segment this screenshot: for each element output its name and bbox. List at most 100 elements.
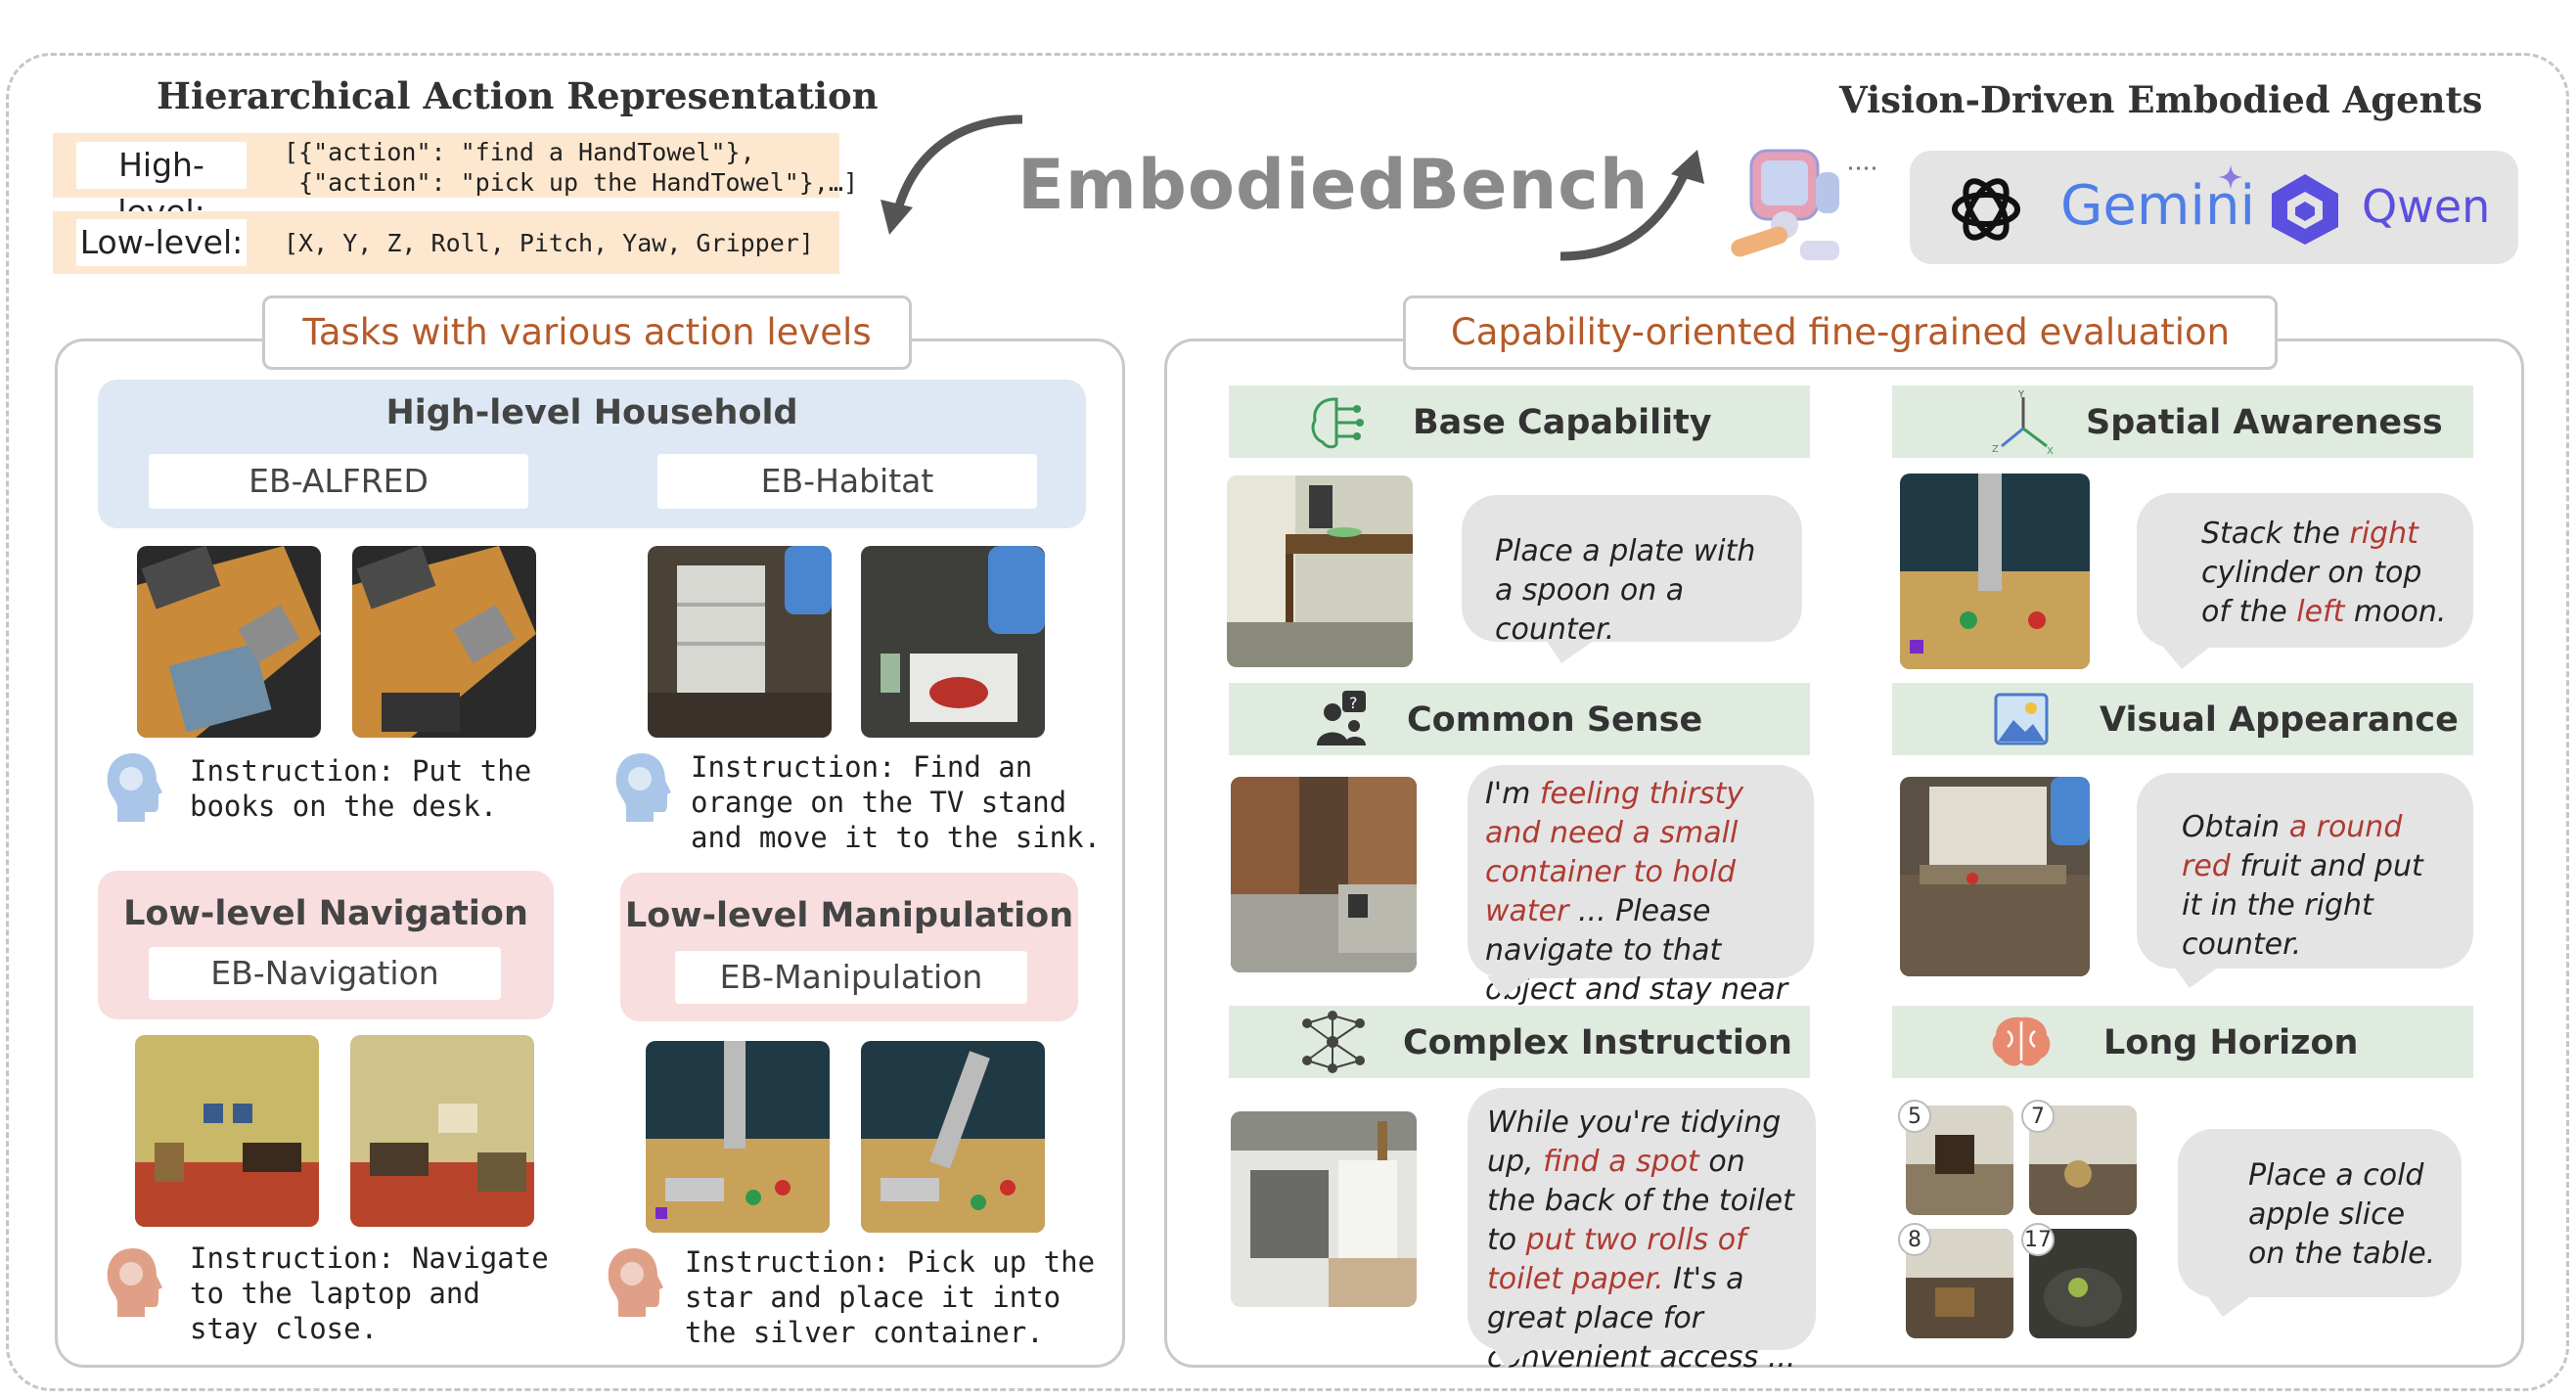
- common-sense-bubble: I'm feeling thirsty and need a small con…: [1468, 765, 1814, 1046]
- step-badge-17: 17: [2021, 1223, 2055, 1256]
- curved-arrow-left-icon: [881, 114, 1023, 235]
- complex-text-post: It's a great place for convenient access…: [1487, 1262, 1796, 1375]
- robot-agent-icon: [1731, 149, 1876, 260]
- long-bubble-tail: [2207, 1295, 2252, 1317]
- svg-text:Y: Y: [2017, 389, 2025, 400]
- manipulation-instruction: Instruction: Pick up the star and place …: [685, 1245, 1096, 1349]
- low-level-manipulation-group: Low-level Manipulation EB-Manipulation: [620, 873, 1078, 1021]
- visual-text-pre: Obtain: [2182, 810, 2289, 844]
- spatial-text-highlight-left: left: [2296, 595, 2345, 629]
- common-text-highlight-need: feeling thirsty and need a small contain…: [1485, 777, 1744, 928]
- manipulation-brain-head-icon: [608, 1248, 663, 1317]
- navigation-scene-image-1: [135, 1035, 319, 1227]
- eb-manipulation-label: EB-Manipulation: [675, 951, 1027, 1004]
- network-icon: [1302, 1011, 1365, 1073]
- complex-text-highlight-rolls: put two rolls of toilet paper.: [1487, 1223, 1746, 1296]
- spatial-awareness-header: Y Z X Spatial Awareness: [1892, 385, 2473, 458]
- complex-text-highlight-spot: find a spot: [1543, 1145, 1699, 1179]
- habitat-instruction: Instruction: Find an orange on the TV st…: [691, 750, 1102, 854]
- base-capability-text: Place a plate with a spoon on a counter.: [1495, 534, 1756, 647]
- spatial-text-post: moon.: [2344, 595, 2447, 629]
- spatial-awareness-image: [1900, 474, 2090, 669]
- habitat-scene-image-2: [861, 546, 1045, 738]
- long-horizon-header: Long Horizon: [1892, 1006, 2473, 1078]
- high-level-label: High-level:: [76, 142, 247, 231]
- step-badge-5: 5: [1898, 1100, 1931, 1133]
- svg-text:X: X: [2047, 446, 2054, 454]
- person-question-icon: ?: [1317, 691, 1366, 745]
- spatial-text-mid: cylinder on top of the: [2201, 556, 2422, 629]
- visual-appearance-text: Obtain a round red fruit and put it in t…: [2137, 773, 2473, 965]
- eb-alfred-label: EB-ALFRED: [149, 454, 528, 509]
- brain-circuit-icon: [1311, 397, 1364, 449]
- high-level-household-title: High-level Household: [385, 393, 798, 432]
- common-sense-title: Common Sense: [1407, 700, 1703, 740]
- base-capability-header: Base Capability: [1229, 385, 1810, 458]
- spatial-awareness-bubble: Stack the right cylinder on top of the l…: [2137, 493, 2473, 648]
- habitat-brain-head-icon: [615, 753, 671, 822]
- long-horizon-bubble: Place a cold apple slice on the table.: [2178, 1129, 2462, 1297]
- visual-appearance-bubble: Obtain a round red fruit and put it in t…: [2137, 773, 2473, 969]
- xyz-axes-icon: Y Z X: [1992, 389, 2054, 454]
- embodiedbench-brand: EmbodiedBench: [1017, 145, 1650, 225]
- common-text-pre: I'm: [1485, 777, 1540, 811]
- spatial-bubble-tail: [2162, 646, 2211, 669]
- high-level-code-line1: [{"action": "find a HandTowel"},: [284, 138, 755, 166]
- qwen-logo-icon: [2272, 174, 2338, 245]
- manipulation-scene-image-2: [861, 1041, 1045, 1233]
- low-level-label: Low-level:: [76, 219, 247, 266]
- model-logos-box: Gemini Qwen: [1910, 151, 2518, 264]
- eb-navigation-label: EB-Navigation: [149, 947, 501, 1000]
- base-capability-image: [1227, 475, 1413, 667]
- picture-icon: [1994, 693, 2049, 745]
- common-sense-image: [1231, 777, 1417, 972]
- eb-habitat-label: EB-Habitat: [657, 454, 1037, 509]
- alfred-instruction: Instruction: Put the books on the desk.: [190, 754, 532, 823]
- step-badge-8: 8: [1898, 1223, 1931, 1256]
- alfred-scene-image-1: [137, 546, 321, 738]
- high-level-code: [{"action": "find a HandTowel"}, {"actio…: [284, 137, 858, 198]
- complex-text-pre: While you're tidying up,: [1487, 1106, 1782, 1179]
- visual-appearance-image: [1900, 777, 2090, 976]
- low-level-navigation-title: Low-level Navigation: [123, 894, 528, 933]
- common-text-mid: ... Please navigate to that object and s…: [1485, 894, 1788, 1046]
- long-horizon-step-image-4: [2029, 1229, 2137, 1338]
- low-level-row: Low-level: [X, Y, Z, Roll, Pitch, Yaw, G…: [53, 211, 839, 274]
- common-sense-header: ? Common Sense: [1229, 683, 1810, 755]
- outer-frame: [6, 53, 2569, 1391]
- high-level-row: High-level: [{"action": "find a HandTowe…: [53, 133, 858, 231]
- spatial-text-pre: Stack the: [2201, 517, 2350, 551]
- manipulation-scene-image-1: [646, 1041, 830, 1233]
- visual-text-highlight: a round red: [2182, 810, 2403, 883]
- base-bubble-tail: [1546, 640, 1595, 663]
- spatial-text-highlight-right: right: [2349, 517, 2418, 551]
- long-horizon-title: Long Horizon: [2103, 1023, 2359, 1062]
- low-level-navigation-group: Low-level Navigation EB-Navigation: [98, 871, 554, 1019]
- complex-instruction-text: While you're tidying up, find a spot on …: [1468, 1088, 1816, 1377]
- navigation-brain-head-icon: [107, 1248, 162, 1317]
- capability-panel-title: Capability-oriented fine-grained evaluat…: [1403, 295, 2278, 370]
- low-level-code: [X, Y, Z, Roll, Pitch, Yaw, Gripper]: [284, 229, 814, 257]
- visual-text-post: fruit and put it in the right counter.: [2182, 849, 2423, 962]
- visual-appearance-header: Visual Appearance: [1892, 683, 2473, 755]
- long-horizon-text: Place a cold apple slice on the table.: [2248, 1158, 2436, 1271]
- vision-driven-title: Vision-Driven Embodied Agents: [1839, 78, 2483, 121]
- common-bubble-tail: [1487, 976, 1532, 998]
- curved-arrow-right-icon: [1559, 150, 1704, 261]
- spatial-awareness-text: Stack the right cylinder on top of the l…: [2137, 493, 2473, 632]
- complex-bubble-tail: [1491, 1346, 1536, 1368]
- qwen-logo: Qwen: [2362, 180, 2491, 233]
- hierarchical-action-title: Hierarchical Action Representation: [157, 74, 879, 117]
- high-level-household-group: High-level Household EB-ALFRED EB-Habita…: [98, 380, 1086, 528]
- svg-text:Z: Z: [1992, 444, 1999, 454]
- spatial-awareness-title: Spatial Awareness: [2086, 403, 2443, 442]
- complex-instruction-bubble: While you're tidying up, find a spot on …: [1468, 1088, 1816, 1375]
- complex-instruction-header: Complex Instruction: [1229, 1006, 1810, 1078]
- navigation-instruction: Instruction: Navigate to the laptop and …: [190, 1241, 549, 1345]
- high-level-code-line2: {"action": "pick up the HandTowel"},…]: [284, 168, 858, 197]
- visual-bubble-tail: [2174, 967, 2219, 988]
- visual-appearance-title: Visual Appearance: [2100, 700, 2459, 740]
- gemini-sparkle-icon: [2218, 164, 2243, 190]
- brain-icon: [1992, 1016, 2051, 1066]
- step-badge-7: 7: [2021, 1100, 2055, 1133]
